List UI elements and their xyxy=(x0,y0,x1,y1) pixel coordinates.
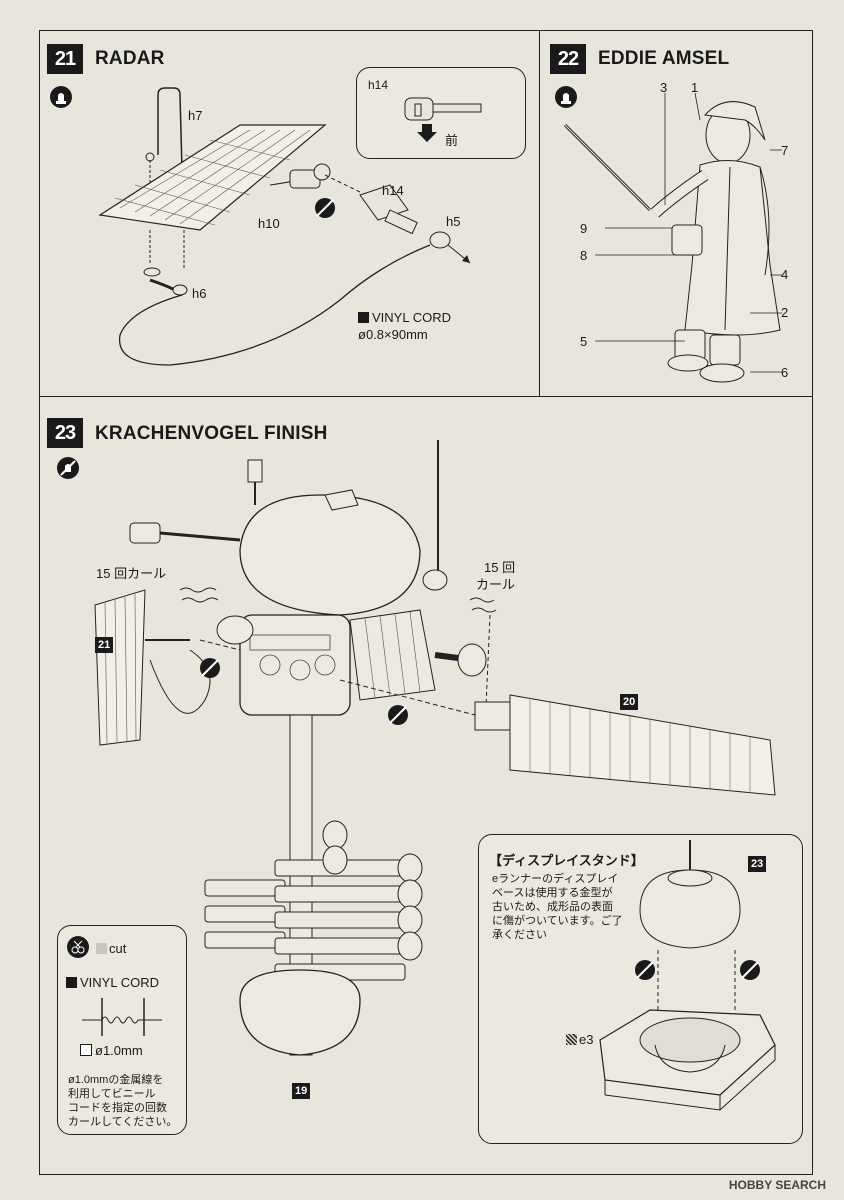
inset-part-label: h14 xyxy=(368,78,389,92)
radar-drawing xyxy=(98,87,471,366)
display-note-line-3: 古いため、成形品の表面 xyxy=(492,901,613,913)
page-frame xyxy=(39,30,813,1175)
inset-direction-label: 前 xyxy=(445,133,459,148)
glue-icon xyxy=(50,86,72,108)
cut-icon xyxy=(67,936,89,958)
part-label-e3-text: e3 xyxy=(579,1032,594,1047)
callout-7: 7 xyxy=(781,143,789,158)
cut-note-box xyxy=(57,925,187,1135)
display-note-line-4: に傷がついています。ご了 xyxy=(492,915,623,927)
part-ref-23: 23 xyxy=(748,856,767,872)
krachenvogel-drawing xyxy=(94,440,776,1056)
part-label-h5: h5 xyxy=(446,214,461,229)
cut-note-line-3: コードを指定の回数 xyxy=(68,1102,167,1114)
cut-text: cut xyxy=(109,941,127,956)
part-label-e3: e3 xyxy=(566,1032,593,1047)
vinyl-cord-label: VINYL CORD xyxy=(358,310,451,325)
cut-note-line-1: ø1.0mmの金属線を xyxy=(68,1074,164,1086)
h14-direction-inset xyxy=(356,67,526,159)
cut-label: cut xyxy=(96,941,126,956)
part-label-h6: h6 xyxy=(192,286,207,301)
callout-1: 1 xyxy=(691,80,699,95)
cut-vinyl-cord: VINYL CORD xyxy=(66,975,159,990)
curl-right-label-2: カール xyxy=(476,577,516,592)
part-label-h10: h10 xyxy=(258,216,280,231)
callout-2: 2 xyxy=(781,305,789,320)
figure-drawing xyxy=(563,92,782,383)
part-ref-20: 20 xyxy=(620,694,639,710)
display-note-line-2: ベースは使用する金型が xyxy=(492,887,613,899)
part-label-h7: h7 xyxy=(188,108,203,123)
no-glue-icon xyxy=(57,457,79,479)
callout-9: 9 xyxy=(580,221,588,236)
callout-4: 4 xyxy=(781,267,789,282)
part-label-h14: h14 xyxy=(382,183,404,198)
step-title-eddie-amsel: EDDIE AMSEL xyxy=(598,48,730,69)
step-title-krachenvogel-finish: KRACHENVOGEL FINISH xyxy=(95,423,328,444)
cut-vinyl-cord-text: VINYL CORD xyxy=(80,975,159,990)
watermark: HOBBY SEARCH xyxy=(728,1178,826,1192)
wire-size: ø1.0mm xyxy=(80,1043,143,1058)
cut-note-line-4: カールしてください。 xyxy=(68,1116,178,1128)
cut-note-line-2: 利用してビニール xyxy=(68,1088,156,1100)
column-divider xyxy=(539,30,540,396)
display-note-line-1: eランナーのディスプレイ xyxy=(492,873,619,885)
display-stand-title: 【ディスプレイスタンド】 xyxy=(489,853,644,868)
step-number-23: 23 xyxy=(47,418,83,448)
display-note-line-5: 承ください xyxy=(492,929,547,941)
display-stand-drawing xyxy=(599,840,776,1111)
callout-3: 3 xyxy=(660,80,668,95)
glue-icon xyxy=(555,86,577,108)
vinyl-cord-size: ø0.8×90mm xyxy=(358,327,428,342)
callout-8: 8 xyxy=(580,248,588,263)
part-ref-21: 21 xyxy=(95,637,114,653)
step-number-22: 22 xyxy=(550,44,586,74)
part-ref-19: 19 xyxy=(292,1083,311,1099)
callout-5: 5 xyxy=(580,334,588,349)
step-title-radar: RADAR xyxy=(95,48,165,69)
wire-size-text: ø1.0mm xyxy=(95,1043,143,1058)
vinyl-cord-text: VINYL CORD xyxy=(372,310,451,325)
callout-6: 6 xyxy=(781,365,789,380)
display-stand-box xyxy=(478,834,803,1144)
coil-diagram xyxy=(82,998,162,1036)
curl-right-label-1: 15 回 xyxy=(484,560,516,575)
curl-left-label: 15 回カール xyxy=(96,566,167,581)
row-divider xyxy=(39,396,813,397)
h14-inset-drawing xyxy=(404,97,482,142)
step-number-21: 21 xyxy=(47,44,83,74)
